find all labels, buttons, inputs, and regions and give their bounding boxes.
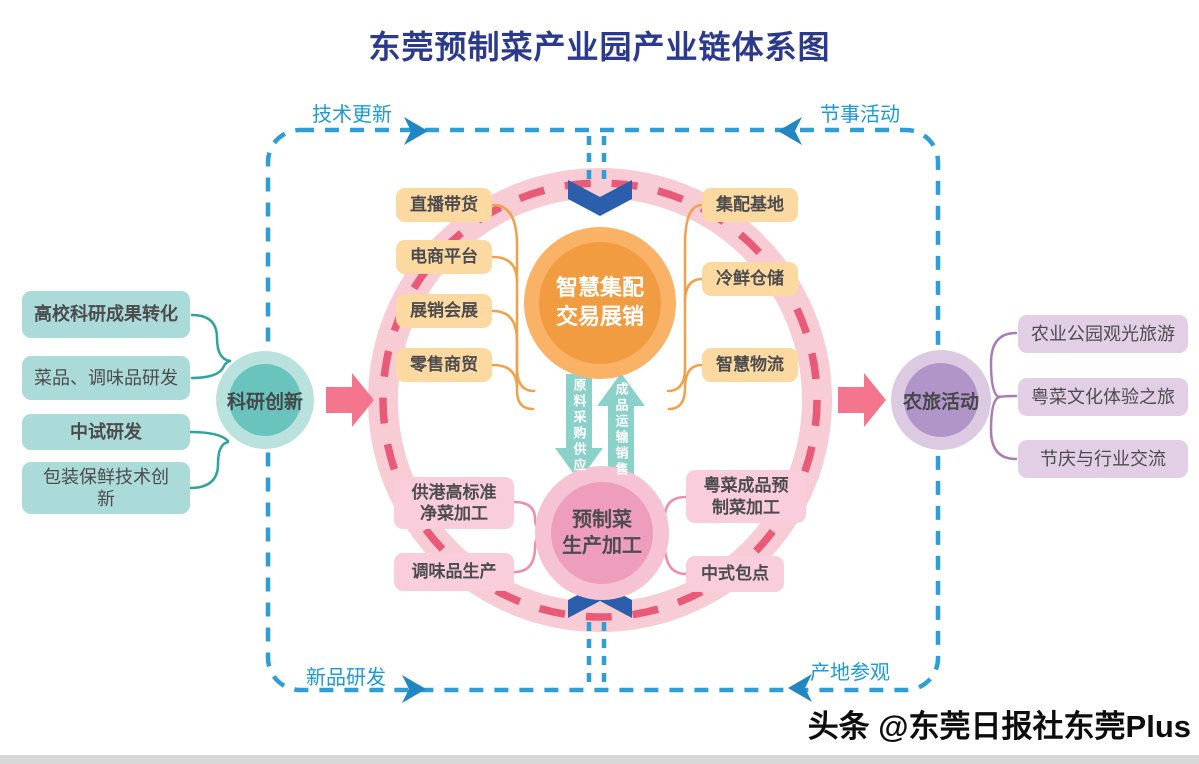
- production-item: 中式包点: [686, 556, 784, 592]
- production-hub-label-line2: 生产加工: [562, 535, 642, 557]
- dart-right-bottom-icon: [402, 675, 426, 703]
- smart-trade-hub-label-line1: 智慧集配: [555, 275, 644, 301]
- trade-item: 直播带货: [396, 188, 492, 222]
- trade-item: 电商平台: [396, 240, 492, 274]
- chevron-down-icon: [568, 180, 632, 216]
- dart-left-bottom-icon: [788, 674, 812, 702]
- dart-right-top-icon: [404, 117, 428, 145]
- production-item: 调味品生产: [394, 553, 514, 591]
- flow-arrow-down-icon: [555, 374, 603, 481]
- trade-item: 零售商贸: [396, 348, 492, 382]
- production-item: 粤菜成品预 制菜加工: [686, 470, 806, 523]
- trade-item: 集配基地: [702, 188, 798, 222]
- agritourism-label: 农旅活动: [902, 391, 979, 413]
- purple-connectors: [989, 331, 1018, 461]
- flow-label-raw-material: 原料采购供应: [571, 378, 587, 474]
- orange-connectors: [491, 203, 704, 411]
- smart-trade-hub-label-line2: 交易展销: [555, 304, 644, 329]
- frame-direction-darts: [402, 117, 812, 703]
- loop-label-new-product-rd: 新品研发: [306, 667, 386, 689]
- production-hub-label-line1: 预制菜: [572, 509, 632, 531]
- loop-label-tech-update: 技术更新: [312, 104, 392, 126]
- agritourism-inner-circle: [904, 363, 978, 437]
- research-innovation-inner-circle: [229, 364, 301, 436]
- trade-item: 冷鲜仓储: [702, 262, 798, 296]
- research-item: 中试研发: [22, 414, 190, 450]
- flow-arrow-up-icon: [597, 373, 645, 480]
- bottom-divider-bar: [0, 755, 1199, 764]
- flow-label-finished-goods: 成品运输销售: [613, 382, 629, 478]
- research-innovation-label: 科研创新: [226, 391, 303, 413]
- agritourism-item: 粤菜文化体验之旅: [1018, 378, 1188, 416]
- source-watermark: 头条 @东莞日报社东莞Plus: [807, 709, 1191, 744]
- production-item: 供港高标准 净菜加工: [394, 477, 514, 529]
- trade-item: 智慧物流: [702, 348, 798, 382]
- agritourism-node: 农旅活动: [891, 350, 991, 450]
- trade-item: 展销会展: [396, 294, 492, 328]
- loop-label-site-visits: 产地参观: [810, 662, 890, 684]
- arrow-right-research-to-park-icon: [326, 373, 374, 427]
- loop-label-festival-events: 节事活动: [820, 104, 900, 126]
- dart-left-top-icon: [778, 117, 802, 145]
- page-title: 东莞预制菜产业园产业链体系图: [368, 29, 831, 65]
- cycle-ring-dashed: [379, 179, 821, 621]
- production-hub-node: 预制菜 生产加工: [535, 466, 669, 600]
- agritourism-item: 节庆与行业交流: [1018, 440, 1188, 478]
- smart-trade-hub-node: 智慧集配 交易展销: [524, 227, 676, 379]
- research-innovation-node: 科研创新: [216, 351, 314, 449]
- agritourism-item: 农业公园观光旅游: [1018, 315, 1188, 353]
- center-dashed-channel: [586, 136, 607, 684]
- research-item: 菜品、调味品研发: [22, 356, 190, 400]
- research-item: 包装保鲜技术创 新: [22, 462, 190, 514]
- research-item: 高校科研成果转化: [22, 291, 190, 338]
- arrow-right-park-to-agritourism-icon: [838, 373, 886, 427]
- teal-connectors: [188, 313, 232, 490]
